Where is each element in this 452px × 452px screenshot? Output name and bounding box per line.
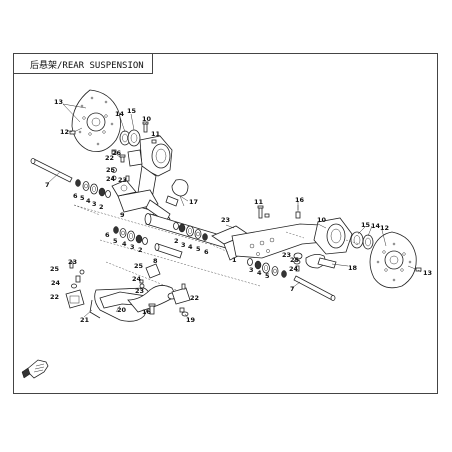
callout-25c: 25 (290, 256, 300, 264)
callout-12: 12 (60, 128, 69, 136)
callout-23c: 23 (221, 216, 230, 224)
pointer-hand-icon (21, 359, 49, 379)
callout-19: 19 (186, 316, 196, 324)
lower-bracket (89, 285, 177, 322)
trailing-arm-left (111, 135, 173, 225)
callout-8: 8 (153, 257, 158, 265)
callout-11b: 11 (254, 198, 264, 206)
callout-22b: 22 (50, 293, 59, 301)
mount-block-left (65, 261, 85, 309)
callout-5b: 5 (113, 237, 118, 245)
callout-20: 20 (117, 306, 127, 314)
bolt-11-16-right (257, 202, 301, 219)
leader-lines (47, 103, 422, 319)
title-tab (13, 53, 153, 74)
brake-disc-right (369, 231, 417, 289)
bolt-26 (119, 154, 126, 163)
callout-24b: 24 (132, 275, 142, 283)
callout-11: 11 (151, 130, 161, 138)
callout-24c: 24 (289, 265, 299, 273)
callout-2c: 2 (174, 237, 179, 245)
bushing-stack-mid-left (113, 226, 148, 245)
callout-22: 22 (105, 154, 114, 162)
callout-25d: 25 (50, 265, 60, 273)
bearing-seal-right (350, 231, 374, 250)
callout-23: 23 (118, 176, 127, 184)
stopper-17 (165, 179, 189, 207)
callout-3: 3 (92, 200, 97, 208)
callout-3c: 3 (181, 241, 186, 249)
diagram-frame (13, 53, 438, 394)
bushing-stack-right-lower (247, 258, 287, 278)
callout-23e: 23 (68, 258, 77, 266)
callout-10: 10 (142, 115, 152, 123)
callout-25: 25 (106, 166, 116, 174)
callout-26: 26 (112, 149, 122, 157)
callout-14b: 14 (371, 222, 381, 230)
callout-4d: 4 (257, 269, 262, 277)
callout-12b: 12 (380, 224, 389, 232)
stopper-18 (293, 252, 337, 269)
callout-24d: 24 (51, 279, 61, 287)
callout-15: 15 (127, 107, 137, 115)
bushing-stack-upper (75, 179, 111, 198)
brake-disc-left (71, 89, 121, 153)
callout-3d: 3 (249, 266, 254, 274)
bearing-seal-left (119, 129, 141, 147)
callout-5d: 5 (265, 272, 270, 280)
callout-23b: 23 (135, 287, 144, 295)
callout-2b: 2 (138, 246, 143, 254)
small-parts-left-upper (111, 149, 130, 182)
callout-6: 6 (73, 192, 78, 200)
callout-6c: 6 (204, 248, 209, 256)
callout-9: 9 (120, 211, 125, 219)
callout-22c: 22 (190, 294, 199, 302)
callout-4c: 4 (188, 243, 193, 251)
callout-24: 24 (106, 175, 116, 183)
callout-18: 18 (348, 264, 358, 272)
callout-4b: 4 (122, 240, 127, 248)
callout-7b: 7 (290, 285, 295, 293)
callout-17: 17 (189, 198, 198, 206)
callout-15b: 15 (361, 221, 371, 229)
callout-2: 2 (99, 203, 104, 211)
callout-4: 4 (86, 197, 91, 205)
disc-bolt-left (69, 127, 83, 135)
disc-bolt-right (407, 265, 422, 272)
callout-13: 13 (54, 98, 63, 106)
assembly-lines (73, 204, 361, 291)
callout-14: 14 (115, 110, 125, 118)
callout-13b: 13 (423, 269, 432, 277)
bushing-stack-mid-right (173, 222, 208, 241)
callout-3b: 3 (130, 243, 135, 251)
callout-1: 1 (232, 256, 237, 264)
callout-23d: 23 (282, 251, 291, 259)
callout-25b: 25 (134, 262, 144, 270)
callout-16: 16 (295, 196, 305, 204)
diagram-title: 后悬架/REAR SUSPENSION (30, 61, 144, 71)
callout-6b: 6 (105, 231, 110, 239)
shaft-7-right (293, 275, 336, 301)
callout-16b: 16 (142, 308, 152, 316)
bolt-16-19-lower (148, 303, 189, 317)
callout-5c: 5 (196, 245, 201, 253)
small-parts-right (293, 259, 301, 272)
mount-block-right (171, 283, 191, 313)
shaft-7-left (30, 158, 73, 183)
callout-10b: 10 (317, 216, 327, 224)
callout-7: 7 (45, 181, 50, 189)
callout-labels: 13 12 14 15 10 11 26 22 25 24 23 17 7 6 … (45, 98, 432, 324)
callout-5: 5 (80, 194, 85, 202)
callout-21: 21 (80, 316, 90, 324)
